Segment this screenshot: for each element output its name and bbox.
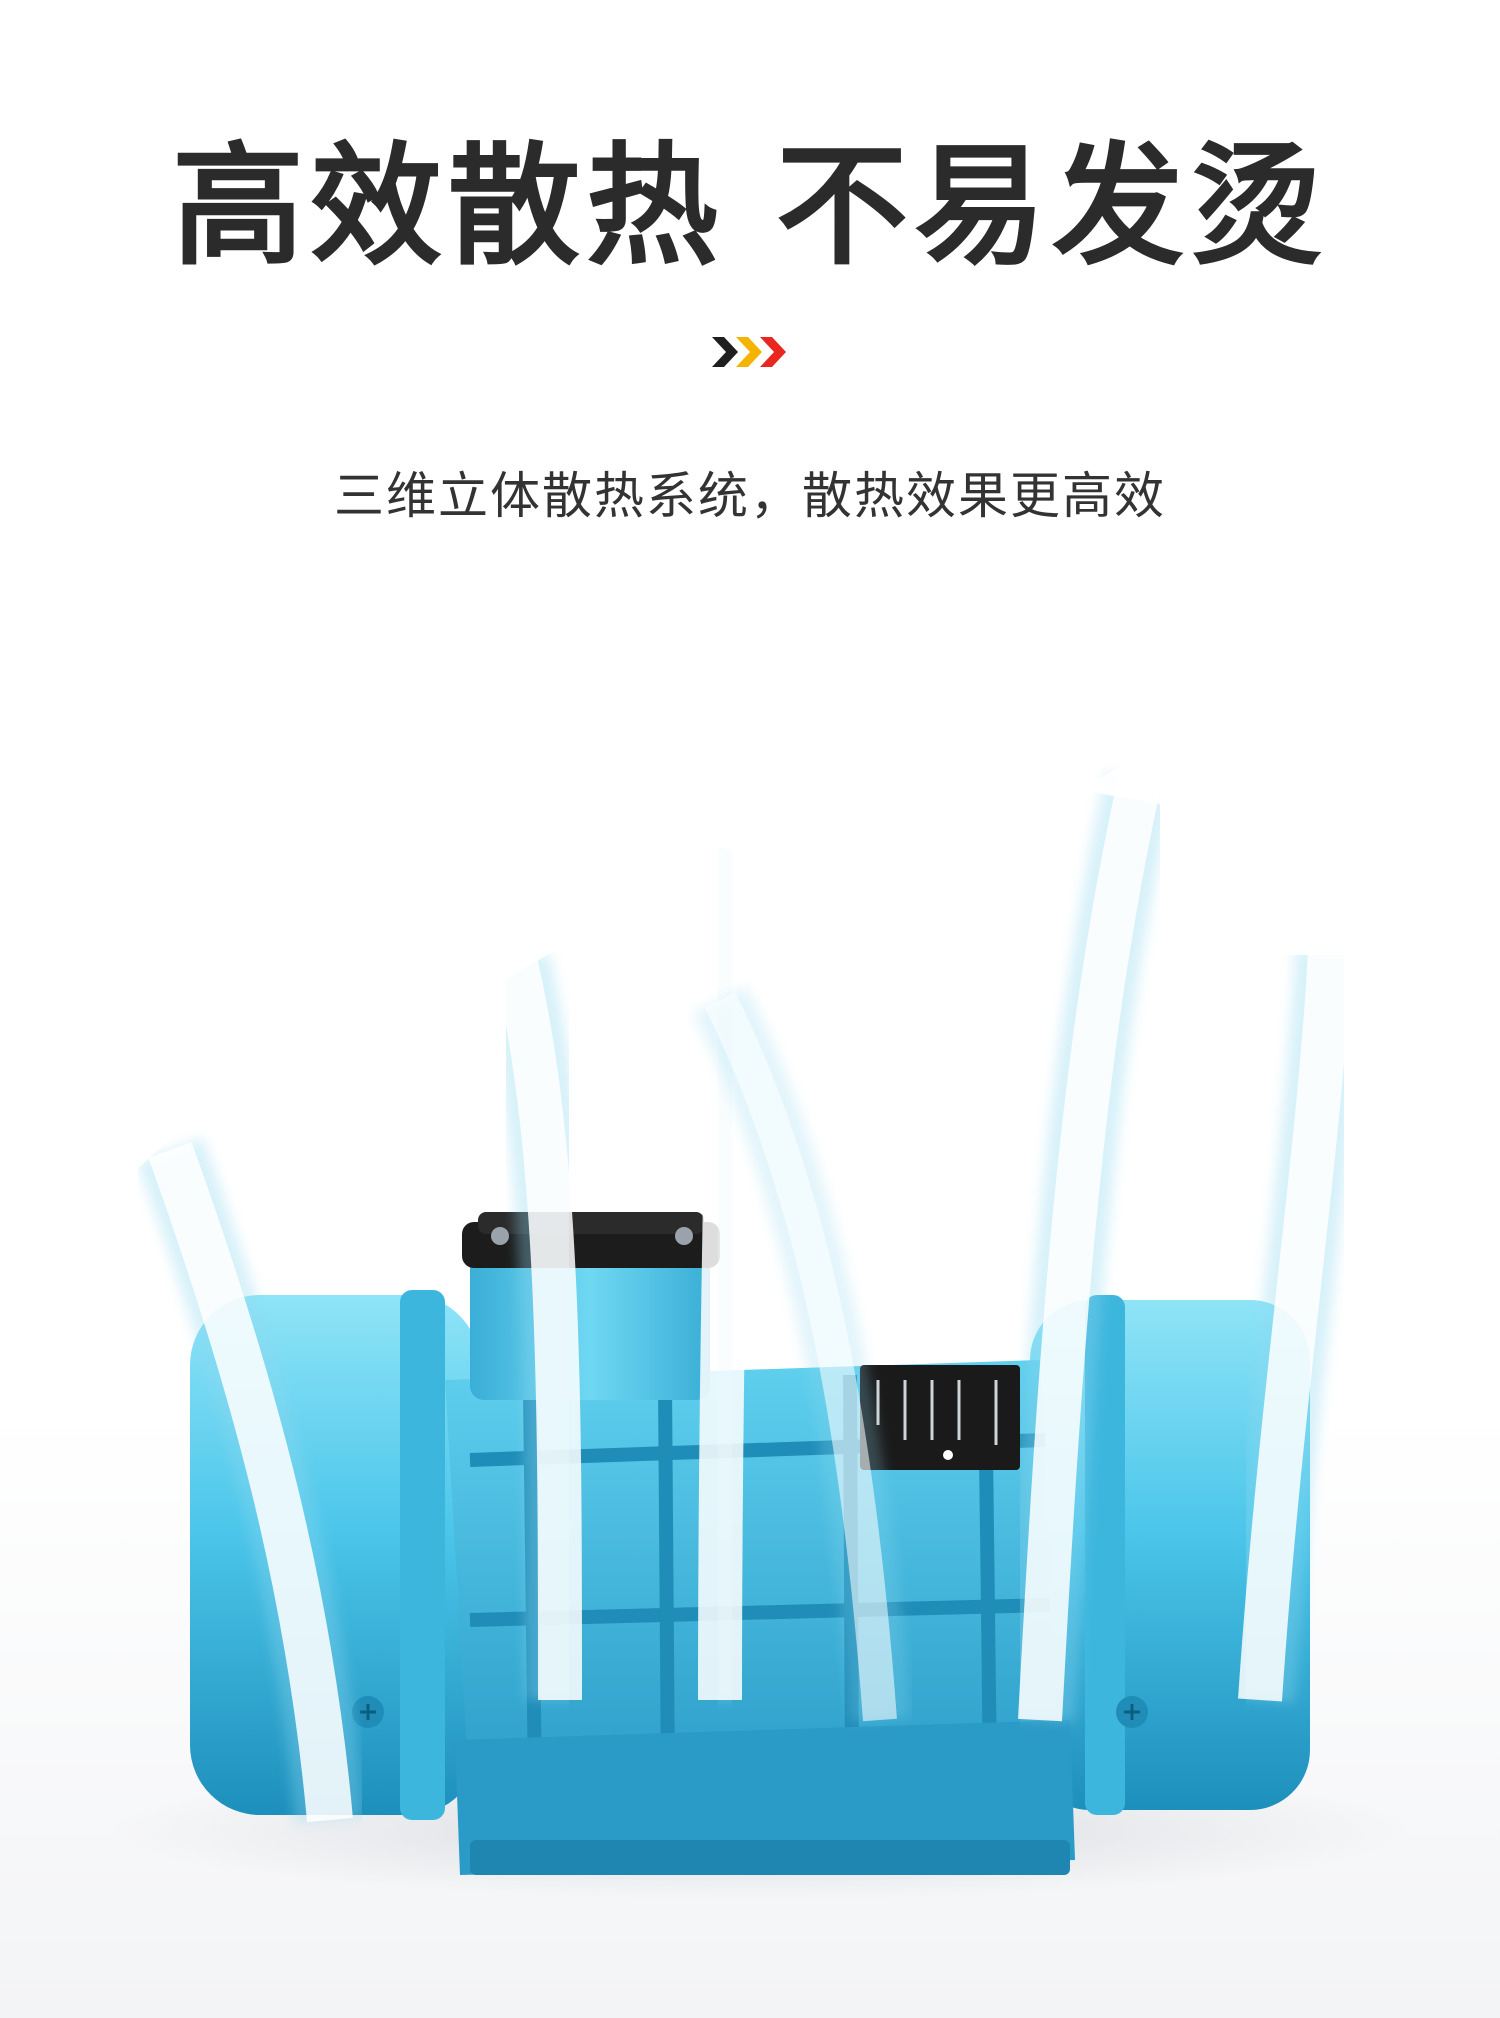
chevron-black [712, 337, 738, 367]
chevron-right-icon [712, 337, 786, 367]
chevron-yellow [736, 337, 762, 367]
heat-flow-arrow-icon [470, 900, 595, 1701]
screw-icon [352, 1696, 384, 1728]
heat-flow-arrow-icon [670, 770, 825, 1701]
heat-flow-arrows [110, 725, 1425, 1824]
heat-flow-arrow-icon [110, 1045, 365, 1824]
subtitle: 三维立体散热系统，散热效果更高效 [334, 467, 1166, 525]
headline: 高效散热 不易发烫 [172, 130, 1328, 284]
heat-flow-arrow-icon [1005, 725, 1220, 1722]
screw-icon [1116, 1696, 1148, 1728]
product-scene [110, 725, 1425, 1900]
heat-flow-arrow-icon [693, 986, 910, 1723]
heat-flow-arrow-icon [1225, 865, 1425, 1703]
chevron-red [760, 337, 786, 367]
